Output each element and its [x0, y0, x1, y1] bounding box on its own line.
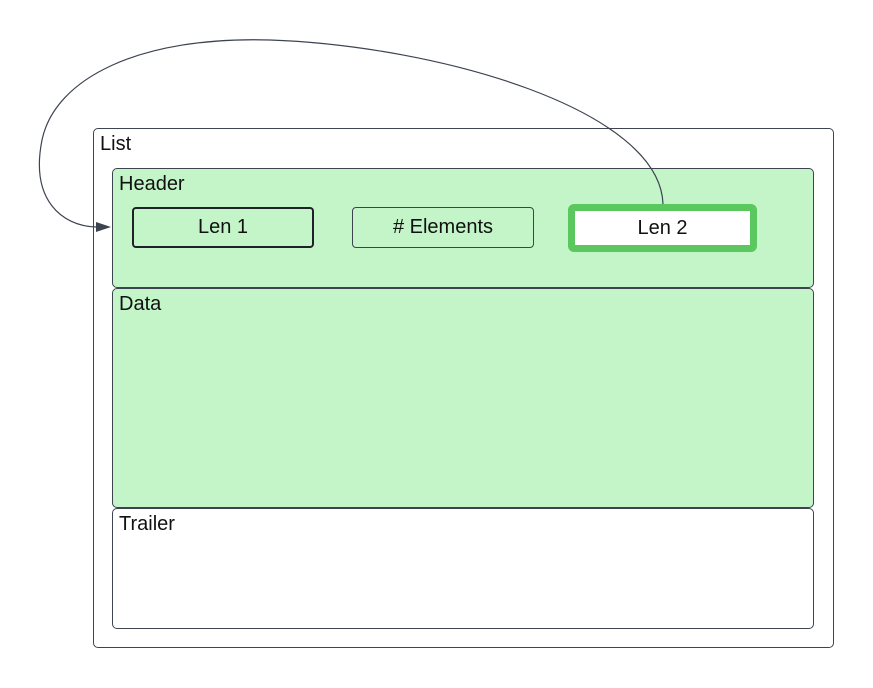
list-label: List	[100, 133, 132, 155]
element-count-label: # Elements	[392, 216, 494, 238]
element-count-field: # Elements	[352, 207, 534, 248]
len1-field: Len 1	[132, 207, 314, 248]
len1-label: Len 1	[197, 216, 249, 238]
len2-field: Len 2	[568, 204, 757, 252]
len2-label: Len 2	[637, 216, 688, 239]
header-label: Header	[119, 173, 185, 195]
data-section: Data	[112, 288, 814, 508]
trailer-section: Trailer	[112, 508, 814, 629]
trailer-label: Trailer	[119, 513, 175, 535]
data-label: Data	[119, 293, 162, 315]
